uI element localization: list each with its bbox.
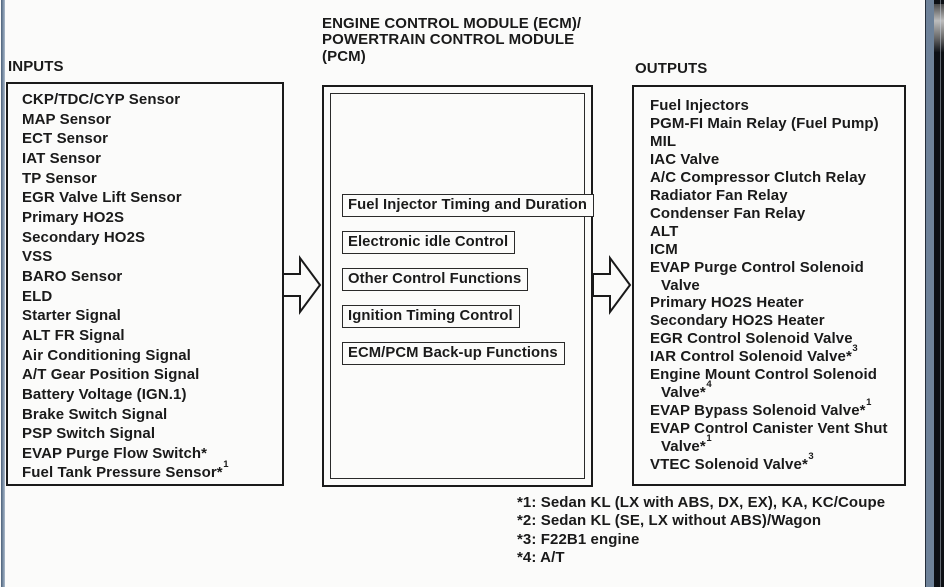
inputs-heading: INPUTS: [8, 58, 64, 75]
outputs-heading: OUTPUTS: [635, 60, 708, 77]
input-item: Air Conditioning Signal: [22, 346, 191, 364]
footnote-line: *3: F22B1 engine: [517, 530, 640, 548]
input-item: A/T Gear Position Signal: [22, 366, 200, 384]
output-item: MIL: [650, 132, 677, 150]
input-item: Brake Switch Signal: [22, 405, 168, 423]
footnote-line: *1: Sedan KL (LX with ABS, DX, EX), KA, …: [517, 494, 886, 511]
input-item: Starter Signal: [22, 307, 121, 325]
input-item: CKP/TDC/CYP Sensor: [22, 91, 181, 108]
input-flow-arrow-icon: [282, 254, 322, 316]
input-item: VSS: [22, 248, 53, 266]
output-flow-arrow-icon: [592, 254, 632, 316]
input-item: Fuel Tank Pressure Sensor*1: [22, 458, 229, 482]
ecm-function-box: Fuel Injector Timing and Duration: [342, 194, 594, 217]
footnote-line: *2: Sedan KL (SE, LX without ABS)/Wagon: [517, 512, 822, 530]
output-item: ICM: [650, 240, 678, 258]
ecm-function-box: ECM/PCM Back-up Functions: [342, 342, 565, 365]
input-item: ECT Sensor: [22, 130, 109, 148]
input-item: PSP Switch Signal: [22, 425, 156, 443]
page-edge-seam: [940, 0, 941, 587]
outputs-box: Fuel Injectors PGM-FI Main Relay (Fuel P…: [632, 85, 906, 486]
ecm-function-box: Electronic idle Control: [342, 231, 516, 254]
output-item: EGR Control Solenoid Valve: [650, 330, 853, 348]
input-item: Secondary HO2S: [22, 228, 146, 246]
input-item: MAP Sensor: [22, 110, 112, 128]
left-page-border: [1, 0, 5, 587]
output-item: Secondary HO2S Heater: [650, 312, 825, 330]
ecm-pcm-inner-box: Fuel Injector Timing and Duration Electr…: [330, 93, 594, 479]
inputs-box: CKP/TDC/CYP Sensor MAP Sensor ECT Sensor…: [6, 82, 284, 486]
input-item: EGR Valve Lift Sensor: [22, 189, 182, 207]
right-page-border-blue: [925, 0, 934, 587]
ecm-function-box: Ignition Timing Control: [342, 305, 520, 328]
output-item: ALT: [650, 222, 679, 240]
inputs-list: CKP/TDC/CYP Sensor MAP Sensor ECT Sensor…: [22, 90, 278, 483]
ecm-title-line-2: POWERTRAIN CONTROL MODULE: [322, 31, 575, 49]
ecm-function-box: Other Control Functions: [342, 268, 529, 291]
output-item: EVAP Bypass Solenoid Valve*1: [650, 396, 872, 420]
output-item: EVAP Control Canister Vent Shut Valve*1: [650, 420, 888, 456]
output-item: PGM-FI Main Relay (Fuel Pump): [650, 114, 879, 132]
input-item: ELD: [22, 287, 53, 305]
page-edge-band: [934, 0, 944, 587]
ecm-pcm-title: ENGINE CONTROL MODULE (ECM)/ POWERTRAIN …: [322, 15, 582, 65]
input-item: EVAP Purge Flow Switch*: [22, 444, 208, 462]
output-item: A/C Compressor Clutch Relay: [650, 168, 867, 186]
ecm-title-line-3: (PCM): [322, 47, 366, 65]
ecm-pcm-outer-box: Fuel Injector Timing and Duration Electr…: [322, 85, 594, 487]
input-item: IAT Sensor: [22, 149, 102, 167]
output-item: Condenser Fan Relay: [650, 204, 806, 222]
footnotes: *1: Sedan KL (LX with ABS, DX, EX), KA, …: [517, 494, 885, 567]
output-item: IAR Control Solenoid Valve*3: [650, 342, 858, 366]
output-item: IAC Valve: [650, 150, 720, 168]
output-item: Fuel Injectors: [650, 97, 749, 114]
output-item: Primary HO2S Heater: [650, 294, 804, 312]
input-item: BARO Sensor: [22, 267, 123, 285]
output-item: EVAP Purge Control Solenoid Valve: [650, 258, 864, 294]
ecm-functions-list: Fuel Injector Timing and Duration Electr…: [342, 194, 594, 379]
page-edge-highlight: [934, 4, 944, 52]
input-item: TP Sensor: [22, 169, 97, 187]
ecm-title-line-1: ENGINE CONTROL MODULE (ECM)/: [322, 15, 582, 32]
output-item: Engine Mount Control Solenoid Valve*4: [650, 366, 878, 402]
input-item: Battery Voltage (IGN.1): [22, 385, 187, 403]
output-item: Radiator Fan Relay: [650, 186, 788, 204]
output-item: VTEC Solenoid Valve*3: [650, 450, 814, 474]
input-item: ALT FR Signal: [22, 326, 125, 344]
input-item: Primary HO2S: [22, 208, 125, 226]
outputs-list: Fuel Injectors PGM-FI Main Relay (Fuel P…: [650, 97, 901, 474]
footnote-line: *4: A/T: [517, 548, 565, 566]
